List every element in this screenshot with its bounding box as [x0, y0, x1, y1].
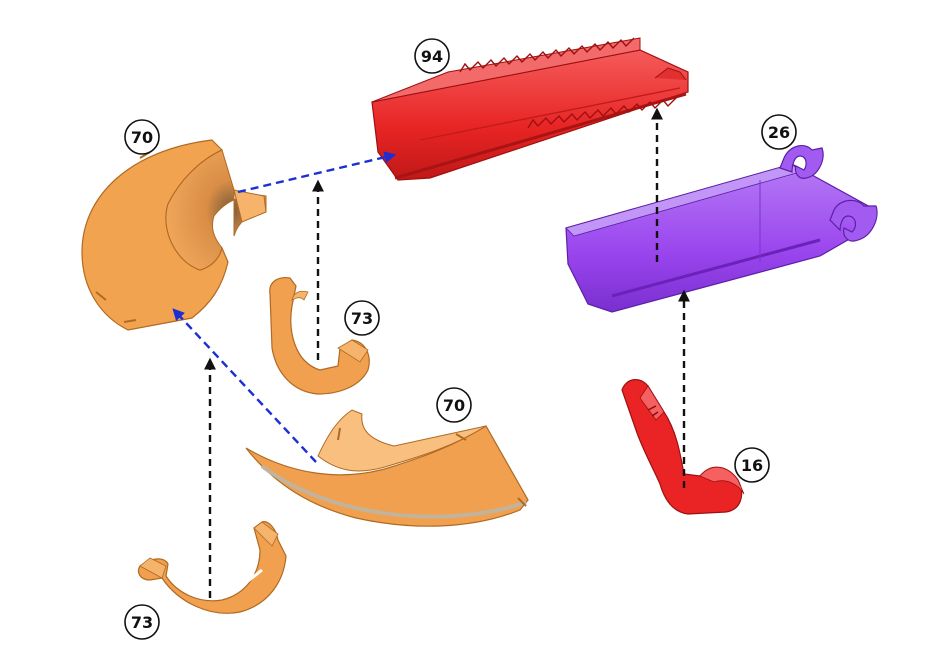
label-orange-clip-bottom: 73: [125, 605, 159, 639]
orange-clip-bottom-part: [138, 522, 286, 614]
label-purple-shell: 26: [762, 115, 796, 149]
orange-elbow-top-part: [82, 140, 266, 330]
label-red-pipe: 94: [415, 39, 449, 73]
label-text: 94: [421, 47, 443, 66]
label-red-hook: 16: [735, 448, 769, 482]
label-text: 16: [741, 456, 763, 475]
label-text: 26: [768, 123, 790, 142]
label-orange-clip-mid: 73: [345, 301, 379, 335]
label-text: 70: [443, 396, 465, 415]
label-orange-elbow-top: 70: [125, 120, 159, 154]
label-text: 70: [131, 128, 153, 147]
label-text: 73: [131, 613, 153, 632]
arrow-elbow-to-pipe: [238, 155, 394, 192]
purple-shell-part: [566, 146, 877, 312]
orange-clip-mid-part: [270, 278, 369, 394]
label-orange-elbow-bottom: 70: [437, 388, 471, 422]
label-text: 73: [351, 309, 373, 328]
orange-elbow-bottom-part: [246, 410, 528, 526]
